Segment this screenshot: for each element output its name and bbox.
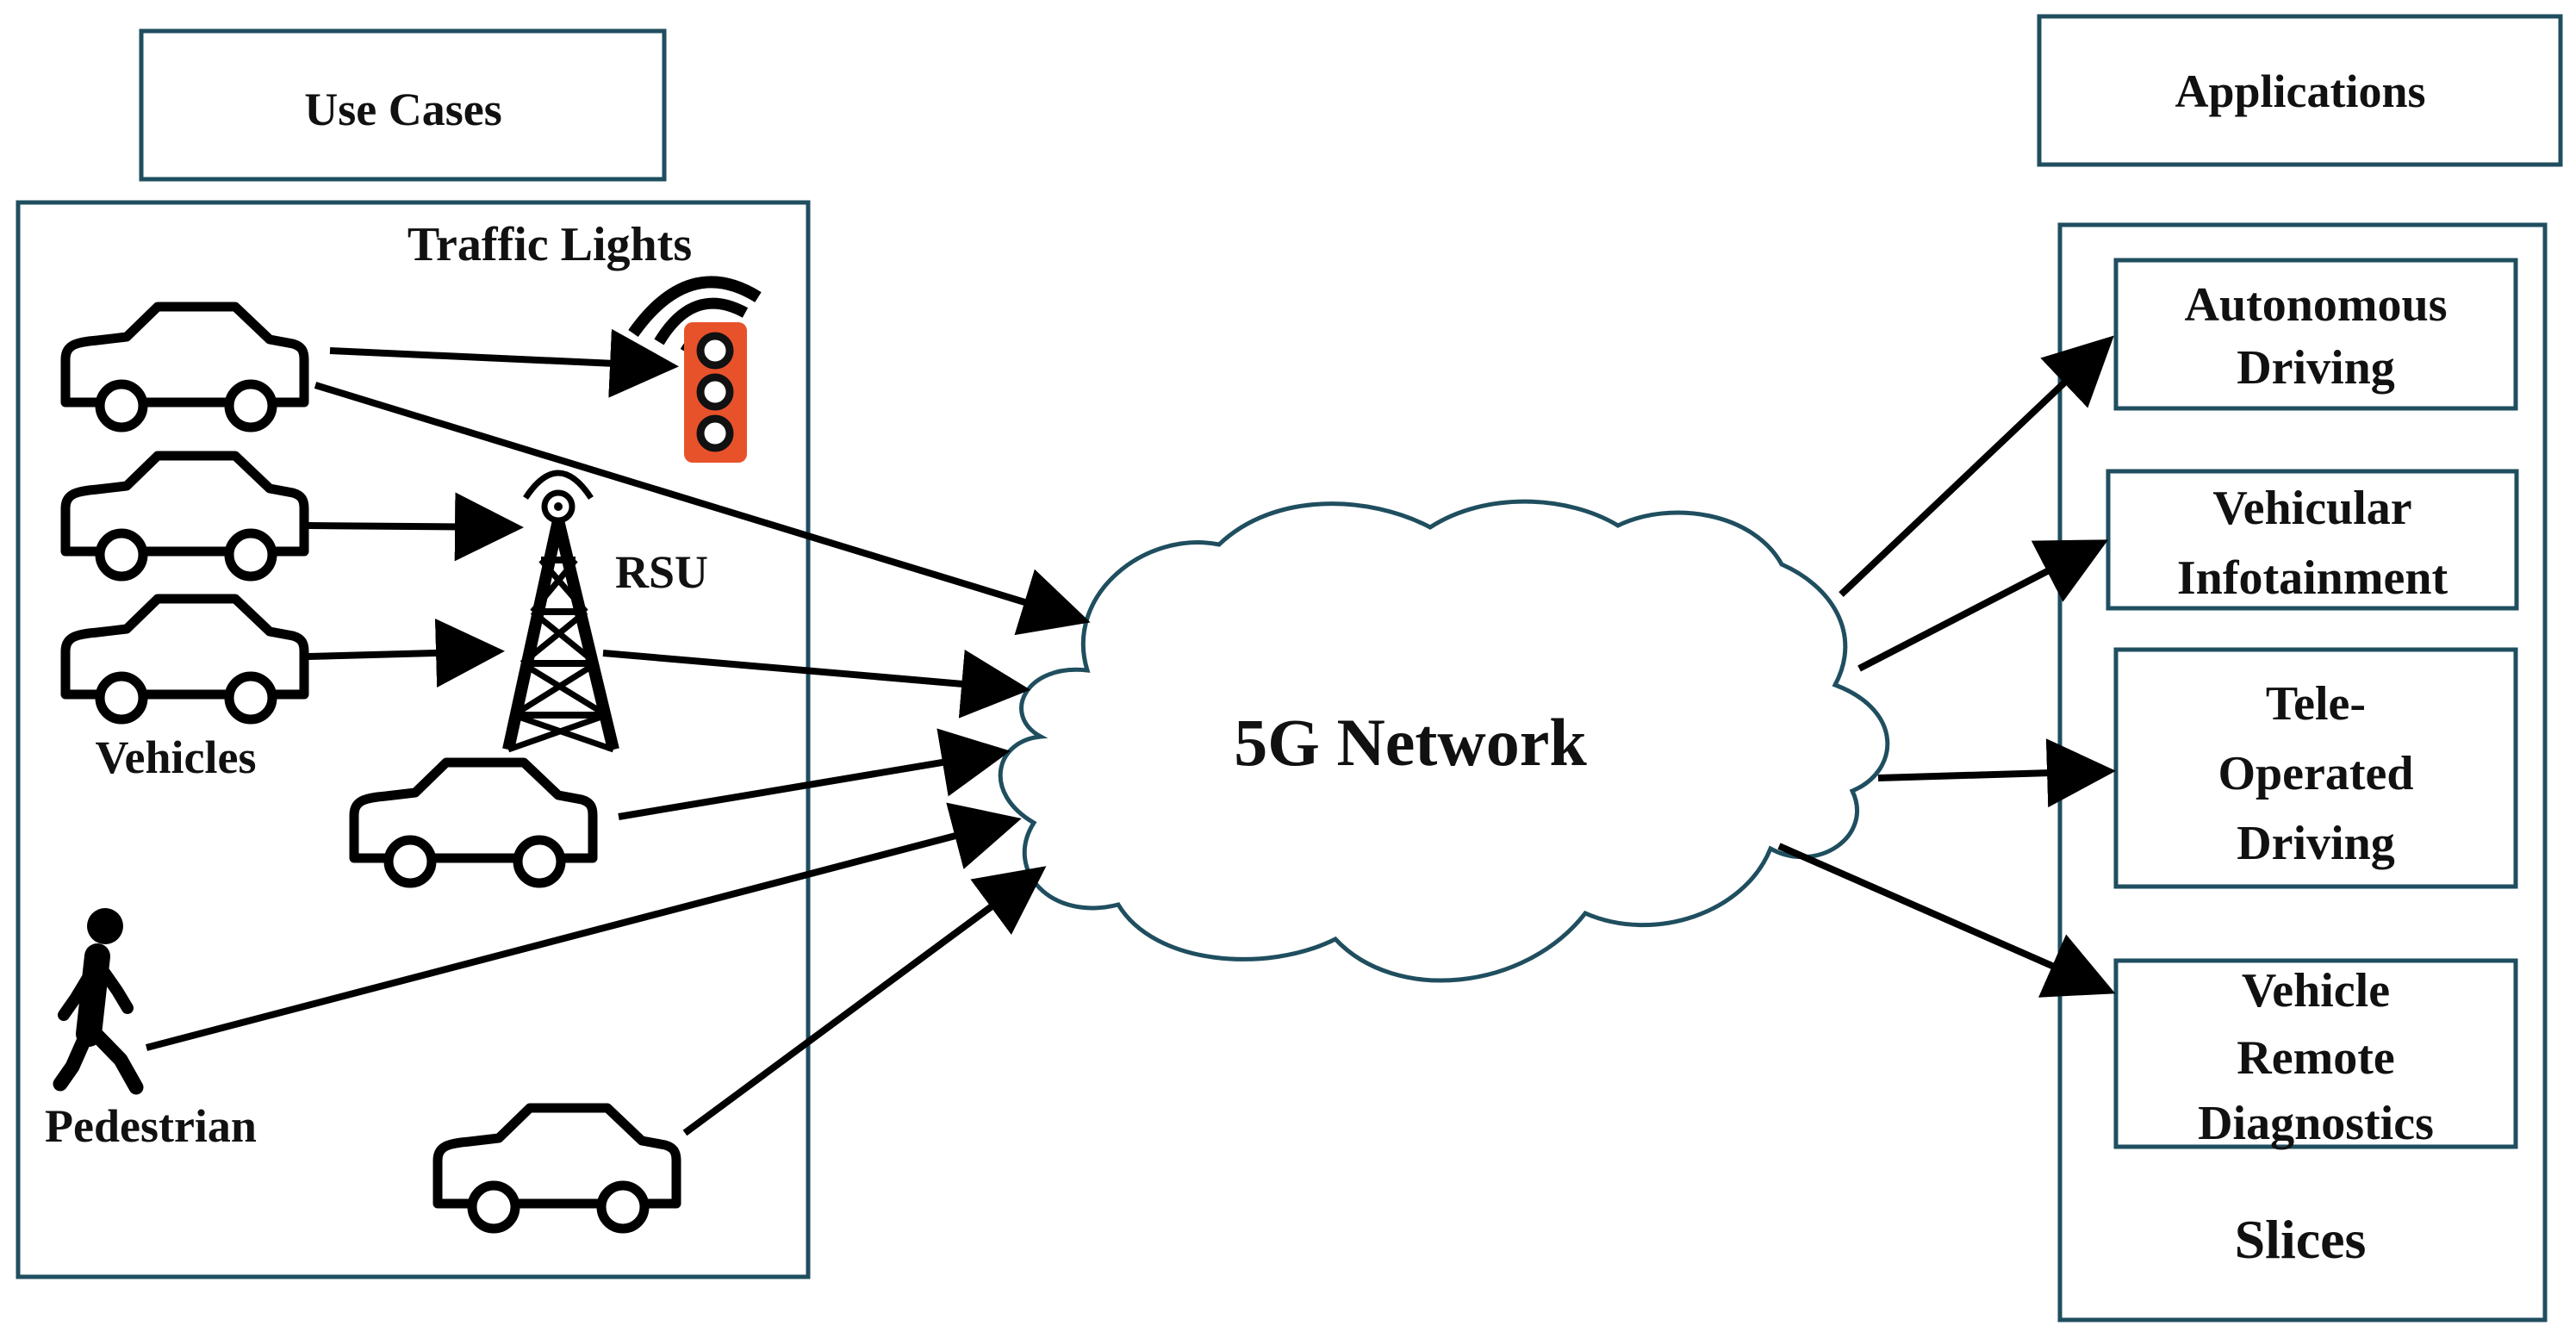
slice-tele-operated-driving: Tele- Operated Driving — [2113, 647, 2518, 889]
arrow-car2-rsu — [308, 492, 524, 562]
slice-vehicular-infotainment: Vehicular Infotainment — [2106, 469, 2519, 611]
pedestrian-label: Pedestrian — [45, 1100, 257, 1152]
traffic-light-icon — [684, 322, 747, 463]
arrow-network-diagnostics — [1777, 843, 2116, 998]
use-cases-header-box: Use Cases — [139, 28, 667, 182]
pedestrian-icon — [53, 908, 144, 1095]
car-icon — [438, 1108, 676, 1229]
rsu-tower-icon — [502, 470, 619, 753]
slice-label-line: Operated — [2218, 747, 2413, 800]
slice-label-line: Tele- — [2266, 677, 2366, 731]
slice-vehicle-remote-diagnostics: Vehicle Remote Diagnostics — [2113, 958, 2518, 1150]
slices-label: Slices — [2235, 1209, 2367, 1270]
car-icon — [65, 456, 304, 576]
rsu-label: RSU — [615, 546, 708, 598]
arrow-network-tele-operated — [1877, 738, 2116, 808]
traffic-lights-label: Traffic Lights — [408, 218, 692, 271]
arrow-car1-traffic-light — [329, 328, 679, 398]
vehicles-label: Vehicles — [96, 731, 257, 783]
car-icon — [65, 307, 304, 427]
use-cases-panel — [16, 200, 811, 1279]
applications-header: Applications — [2175, 65, 2425, 117]
arrow-rsu-network — [602, 649, 1030, 719]
slice-autonomous-driving: Autonomous Driving — [2113, 258, 2518, 411]
arrow-car5-network — [682, 866, 1047, 1136]
5g-network-label: 5G Network — [1234, 705, 1587, 780]
car-icon — [65, 599, 304, 719]
slice-label-line: Diagnostics — [2198, 1097, 2434, 1150]
arrow-network-autonomous — [1839, 335, 2114, 597]
arrow-car3-rsu — [308, 618, 505, 688]
connection-arrows — [145, 328, 2116, 1136]
slice-label-line: Infotainment — [2177, 551, 2448, 605]
applications-header-box: Applications — [2037, 14, 2563, 167]
slice-label-line: Autonomous — [2185, 278, 2448, 332]
arrow-pedestrian-network — [145, 802, 1022, 1051]
use-cases-header: Use Cases — [304, 84, 501, 135]
arrow-car4-network — [618, 728, 1011, 820]
arrow-car1-network — [314, 382, 1091, 636]
slice-label-line: Driving — [2237, 817, 2395, 870]
slice-label-line: Vehicle — [2242, 964, 2390, 1018]
slice-label-line: Vehicular — [2212, 482, 2411, 535]
slice-label-line: Driving — [2237, 341, 2395, 395]
arrow-network-infotainment — [1857, 539, 2109, 672]
slice-label-line: Remote — [2237, 1031, 2394, 1085]
car-icon — [354, 762, 593, 883]
